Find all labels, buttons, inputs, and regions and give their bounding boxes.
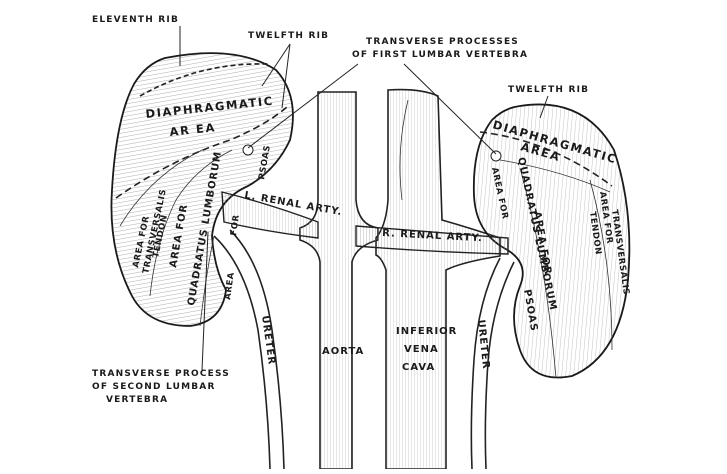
right-renal-artery-label: R. RENAL ARTY.: [382, 228, 483, 244]
right-renal-artery-shape: [355, 225, 509, 255]
right-ureter-shape: [470, 257, 515, 470]
leader-lines: [179, 26, 549, 371]
label-transverse-first-2: OF FIRST LUMBAR VERTEBRA: [352, 50, 528, 60]
label-twelfth-rib-right: TWELFTH RIB: [508, 85, 589, 95]
label-transverse-first-1: TRANSVERSE PROCESSES: [366, 37, 519, 47]
ivc-label-1: INFERIOR: [396, 326, 457, 337]
ivc-label-3: CAVA: [402, 362, 435, 373]
left-kidney: [110, 52, 294, 327]
left-psoas-1: AREA: [223, 271, 237, 300]
right-transverse-process-marker: [490, 150, 502, 162]
left-renal-artery-shape: [221, 191, 319, 239]
label-eleventh-rib: ELEVENTH RIB: [92, 15, 179, 25]
label-twelfth-rib-left: TWELFTH RIB: [248, 31, 329, 41]
left-transverse-process-marker: [242, 144, 254, 156]
left-ureter-shape: [213, 229, 285, 470]
ivc-label-2: VENA: [404, 344, 439, 355]
left-psoas-2: FOR: [229, 214, 242, 237]
label-transverse-second-1: TRANSVERSE PROCESS: [92, 369, 230, 379]
label-transverse-second-3: VERTEBRA: [106, 395, 168, 405]
right-ureter-label: URETER: [475, 319, 491, 370]
aorta-shape: [299, 91, 379, 470]
aorta-label: AORTA: [322, 346, 364, 357]
label-transverse-second-2: OF SECOND LUMBAR: [92, 382, 216, 392]
right-kidney: [472, 103, 631, 379]
left-diaphragmatic-2: AR EA: [169, 120, 217, 139]
